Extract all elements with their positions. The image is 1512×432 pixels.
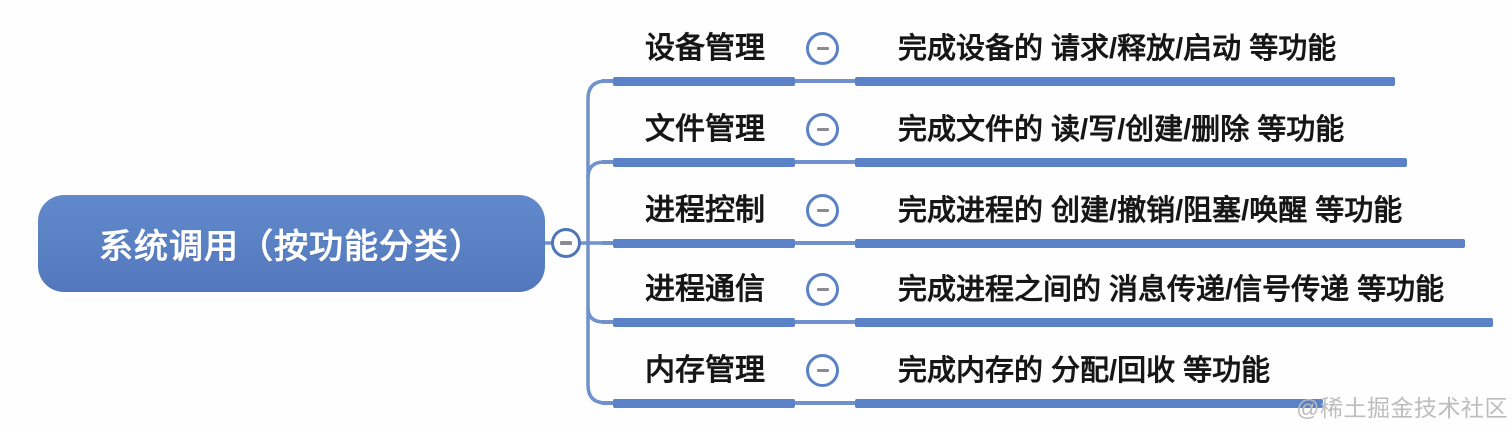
collapse-toggle-minus-icon[interactable] (806, 354, 839, 387)
root-node: 系统调用（按功能分类） (38, 195, 545, 292)
branch-description: 完成设备的 请求/释放/启动 等功能 (898, 33, 1337, 65)
branch-label-underline (613, 398, 795, 408)
root-collapse-toggle-minus-icon[interactable] (551, 228, 581, 258)
branch-label-underline (613, 317, 795, 327)
branch-desc-underline (855, 317, 1493, 327)
collapse-toggle-minus-icon[interactable] (806, 32, 839, 65)
minus-icon (816, 208, 829, 213)
collapse-toggle-minus-icon[interactable] (806, 273, 839, 306)
collapse-toggle-minus-icon[interactable] (806, 194, 839, 227)
branch-label-underline (613, 76, 795, 86)
branch-label: 文件管理 (645, 113, 765, 146)
minus-icon (816, 127, 829, 132)
branch-label: 内存管理 (645, 354, 765, 387)
branch-label: 进程控制 (645, 194, 765, 227)
collapse-toggle-minus-icon[interactable] (806, 113, 839, 146)
branch-description: 完成文件的 读/写/创建/删除 等功能 (898, 114, 1345, 146)
branch-description: 完成进程之间的 消息传递/信号传递 等功能 (898, 274, 1445, 306)
branch-label-underline (613, 157, 795, 167)
branch-description: 完成进程的 创建/撤销/阻塞/唤醒 等功能 (898, 195, 1403, 227)
minus-icon (816, 287, 829, 292)
branch-description: 完成内存的 分配/回收 等功能 (898, 355, 1271, 387)
watermark-text: @稀土掘金技术社区 (1296, 395, 1508, 421)
branch-desc-underline (855, 238, 1465, 248)
root-node-title: 系统调用（按功能分类） (99, 228, 484, 266)
minus-icon (560, 241, 572, 245)
minus-icon (816, 368, 829, 373)
branch-desc-underline (855, 398, 1323, 408)
minus-icon (816, 46, 829, 51)
branch-desc-underline (855, 76, 1395, 86)
branch-desc-underline (855, 157, 1407, 167)
branch-label: 进程通信 (645, 273, 765, 306)
branch-label-underline (613, 238, 795, 248)
branch-label: 设备管理 (645, 32, 765, 65)
